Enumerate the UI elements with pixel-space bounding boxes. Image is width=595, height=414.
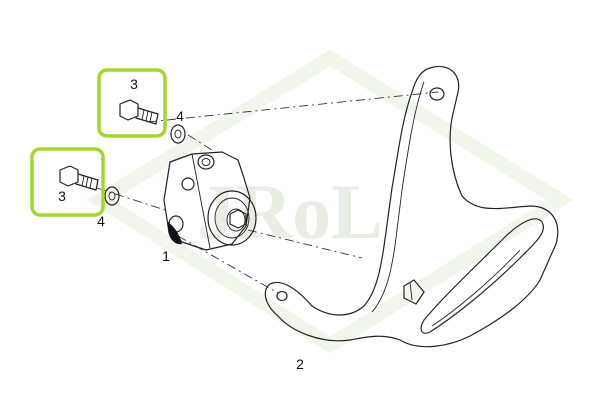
- pump-pulley-mid: [214, 197, 250, 239]
- callout-2: 2: [296, 356, 304, 372]
- watermark-diamond: [86, 49, 574, 354]
- pump-pulley-inner: [226, 208, 246, 232]
- lower-bolt-part: [59, 165, 99, 191]
- callout-4-lower: 4: [97, 213, 105, 229]
- callout-1: 1: [162, 248, 170, 264]
- bracket-slot-inner: [431, 249, 521, 327]
- upper-washer-outer: [170, 124, 186, 144]
- callout-3-lower: 3: [58, 188, 66, 204]
- bracket-tab-fold: [409, 281, 413, 301]
- lower-bolt-threads: [81, 175, 93, 189]
- highlight-box-lower-bolt: [30, 147, 105, 217]
- bracket-outline: [264, 65, 559, 348]
- upper-bolt-part: [119, 99, 159, 125]
- leader-upper-bolt: [147, 91, 439, 123]
- pump-side-port: [181, 177, 195, 191]
- leader-pump-to-bracket-bottom: [177, 235, 279, 294]
- lower-washer-inner: [108, 191, 116, 201]
- upper-bolt-threads: [141, 109, 153, 123]
- pump-part: [163, 151, 257, 251]
- pump-outlet-port: [197, 154, 215, 170]
- pump-pulley-outer: [207, 190, 257, 246]
- leader-pump-to-bracket-lower: [247, 229, 363, 259]
- watermark-text: JRoL: [197, 168, 383, 255]
- bracket-top-hole: [429, 87, 445, 101]
- pump-outlet-bore: [201, 158, 211, 166]
- lower-washer-part: [104, 186, 120, 206]
- leader-lower-bolt: [96, 187, 166, 211]
- lower-bolt-head: [59, 165, 79, 187]
- upper-washer-inner: [174, 129, 182, 139]
- callout-3-upper: 3: [130, 76, 138, 92]
- watermark: JRoL: [86, 49, 574, 354]
- bracket-part: [264, 65, 559, 348]
- leader-upper-washer-to-bracket: [187, 134, 213, 151]
- pump-body-seam: [191, 153, 211, 249]
- bracket-inner-edge: [371, 81, 425, 313]
- highlight-box-upper-bolt: [97, 68, 167, 138]
- upper-washer-part: [170, 124, 186, 144]
- callout-4-upper: 4: [176, 108, 184, 124]
- bracket-lower-hole: [276, 290, 288, 302]
- callout-labels: 3 4 3 4 1 2: [58, 76, 304, 372]
- upper-bolt-head: [119, 99, 139, 121]
- pump-fitting-shadow: [167, 222, 182, 245]
- lower-washer-outer: [104, 186, 120, 206]
- bracket-tab: [403, 279, 425, 305]
- bracket-slot: [420, 218, 544, 334]
- pump-shaft-nut: [229, 209, 247, 229]
- assembly-leader-lines: [96, 91, 439, 294]
